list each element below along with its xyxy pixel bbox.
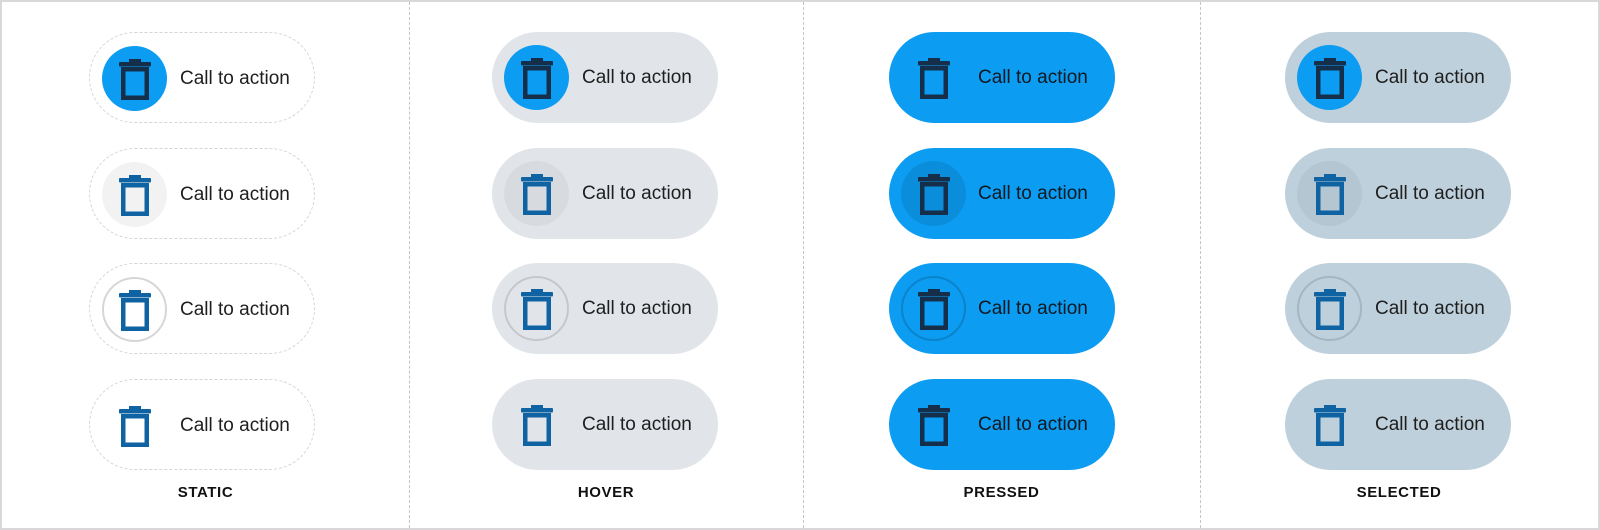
icon-container-tonal [901,161,966,226]
trash-icon [520,57,554,99]
button-label: Call to action [978,183,1088,204]
call-to-action-button[interactable]: Call to action [889,32,1115,123]
state-title: STATIC [177,484,234,501]
icon-container-outline [901,276,966,341]
call-to-action-button[interactable]: Call to action [889,263,1115,354]
call-to-action-button[interactable]: Call to action [1285,379,1511,470]
icon-container-plain [1297,392,1362,457]
call-to-action-button[interactable]: Call to action [889,148,1115,239]
trash-icon [520,288,554,330]
button-label: Call to action [582,183,692,204]
button-label: Call to action [582,298,692,319]
button-label: Call to action [978,67,1088,88]
trash-icon [917,57,951,99]
icon-container-tonal [1297,161,1362,226]
icon-container-tonal [102,162,167,227]
call-to-action-button[interactable]: Call to action [89,32,315,123]
column-divider [409,2,410,528]
button-label: Call to action [1375,414,1485,435]
column-divider [1200,2,1201,528]
pressed-column: Call to action Call to action Call to ac… [803,2,1200,528]
icon-container-filled [901,45,966,110]
icon-container-outline [102,277,167,342]
call-to-action-button[interactable]: Call to action [889,379,1115,470]
icon-container-filled [102,46,167,111]
icon-container-tonal [504,161,569,226]
icon-container-plain [901,392,966,457]
call-to-action-button[interactable]: Call to action [1285,148,1511,239]
static-column: Call to action Call to action Call to ac… [2,2,409,528]
column-divider [803,2,804,528]
button-label: Call to action [978,298,1088,319]
trash-icon [917,173,951,215]
state-title: SELECTED [1356,484,1442,501]
trash-icon [917,288,951,330]
call-to-action-button[interactable]: Call to action [492,379,718,470]
trash-icon [118,174,152,216]
button-label: Call to action [582,67,692,88]
button-label: Call to action [180,415,290,436]
button-label: Call to action [1375,298,1485,319]
button-label: Call to action [180,68,290,89]
state-title: HOVER [577,484,635,501]
icon-container-plain [504,392,569,457]
trash-icon [917,404,951,446]
button-label: Call to action [180,299,290,320]
call-to-action-button[interactable]: Call to action [89,379,315,470]
trash-icon [520,404,554,446]
trash-icon [1313,288,1347,330]
trash-icon [520,173,554,215]
icon-container-outline [1297,276,1362,341]
icon-container-filled [504,45,569,110]
icon-container-plain [102,393,167,458]
trash-icon [1313,57,1347,99]
call-to-action-button[interactable]: Call to action [1285,263,1511,354]
trash-icon [118,289,152,331]
call-to-action-button[interactable]: Call to action [1285,32,1511,123]
call-to-action-button[interactable]: Call to action [492,263,718,354]
selected-column: Call to action Call to action Call to ac… [1200,2,1598,528]
button-label: Call to action [1375,183,1485,204]
call-to-action-button[interactable]: Call to action [89,263,315,354]
button-label: Call to action [180,184,290,205]
hover-column: Call to action Call to action Call to ac… [409,2,803,528]
icon-container-outline [504,276,569,341]
button-label: Call to action [978,414,1088,435]
state-title: PRESSED [963,484,1040,501]
trash-icon [118,405,152,447]
trash-icon [118,58,152,100]
button-label: Call to action [1375,67,1485,88]
call-to-action-button[interactable]: Call to action [492,148,718,239]
trash-icon [1313,173,1347,215]
call-to-action-button[interactable]: Call to action [492,32,718,123]
button-label: Call to action [582,414,692,435]
trash-icon [1313,404,1347,446]
call-to-action-button[interactable]: Call to action [89,148,315,239]
icon-container-filled [1297,45,1362,110]
